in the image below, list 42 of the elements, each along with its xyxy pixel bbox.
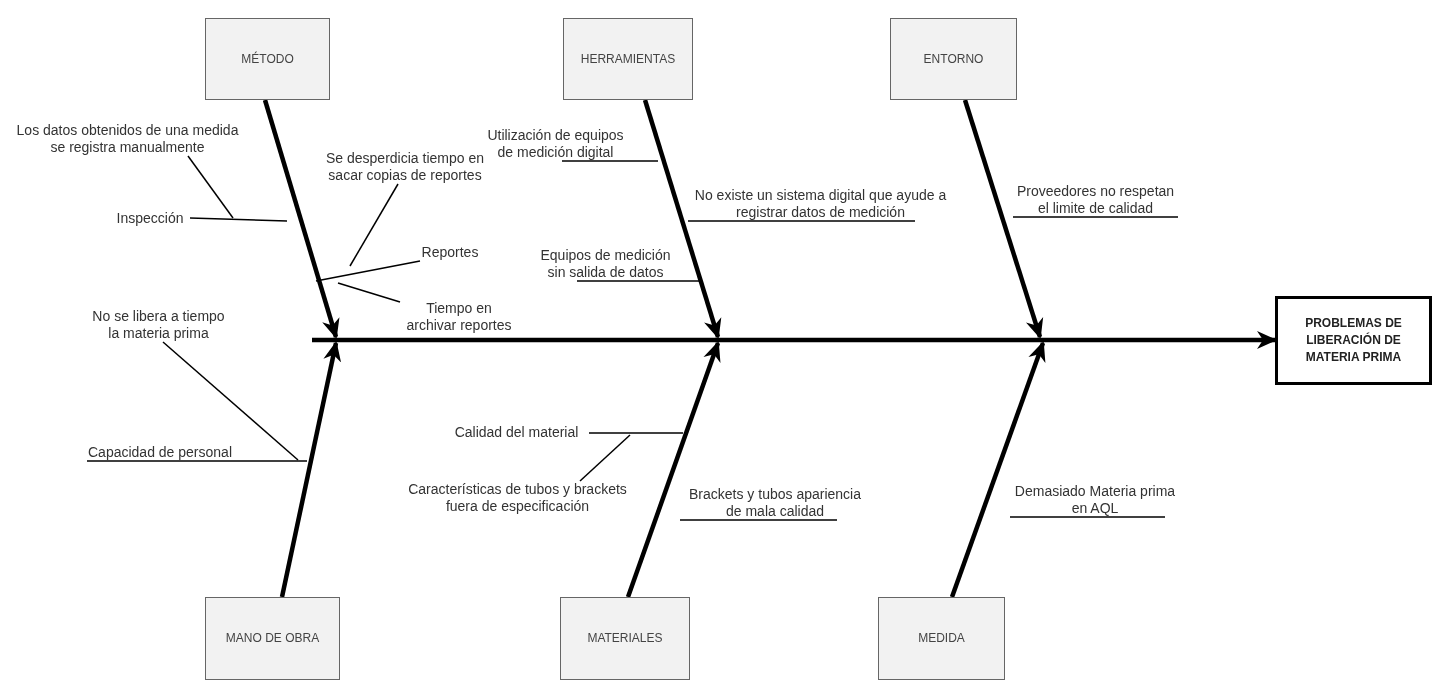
cause-label: Calidad del material <box>444 424 589 441</box>
cause-label: Inspección <box>110 210 190 227</box>
cause-line <box>588 432 684 434</box>
cause-line <box>561 160 659 162</box>
cause-line <box>315 260 421 282</box>
cause-label: Brackets y tubos apariencia de mala calidad <box>680 486 870 520</box>
cause-label: Los datos obtenidos de una medida se registra manualmente <box>10 122 245 156</box>
category-box: MÉTODO <box>205 18 330 100</box>
cause-line <box>86 460 308 462</box>
leader-line <box>162 341 299 461</box>
cause-label: Demasiado Materia prima en AQL <box>1010 483 1180 517</box>
leader-line <box>187 155 234 219</box>
cause-label: Equipos de medición sin salida de datos <box>538 247 673 281</box>
category-box: MEDIDA <box>878 597 1005 680</box>
cause-line <box>1009 516 1166 518</box>
cause-label: Reportes <box>420 244 480 261</box>
arrow <box>312 331 1277 349</box>
cause-line <box>1012 216 1179 218</box>
leader-line <box>579 434 631 482</box>
arrow <box>262 99 340 339</box>
arrow <box>279 341 342 598</box>
cause-label: Capacidad de personal <box>80 444 240 461</box>
cause-label: Proveedores no respetan el limite de calidad <box>1013 183 1178 217</box>
category-box: ENTORNO <box>890 18 1017 100</box>
category-box: HERRAMIENTAS <box>563 18 693 100</box>
cause-label: No existe un sistema digital que ayude a registrar datos de medición <box>688 187 953 221</box>
arrow <box>642 99 722 339</box>
cause-line <box>679 519 838 521</box>
cause-line <box>189 217 288 222</box>
arrow <box>962 99 1044 339</box>
arrow <box>949 341 1046 598</box>
effect-box: PROBLEMAS DE LIBERACIÓN DE MATERIA PRIMA <box>1275 296 1432 385</box>
cause-label: Tiempo en archivar reportes <box>400 300 518 334</box>
cause-label: Características de tubos y brackets fuera de especificación <box>400 481 635 515</box>
cause-line <box>576 280 701 282</box>
leader-line <box>337 282 401 303</box>
cause-line <box>687 220 916 222</box>
category-box: MANO DE OBRA <box>205 597 340 680</box>
leader-line <box>349 183 399 267</box>
arrow <box>625 341 721 598</box>
category-box: MATERIALES <box>560 597 690 680</box>
cause-label: No se libera a tiempo la materia prima <box>86 308 231 342</box>
